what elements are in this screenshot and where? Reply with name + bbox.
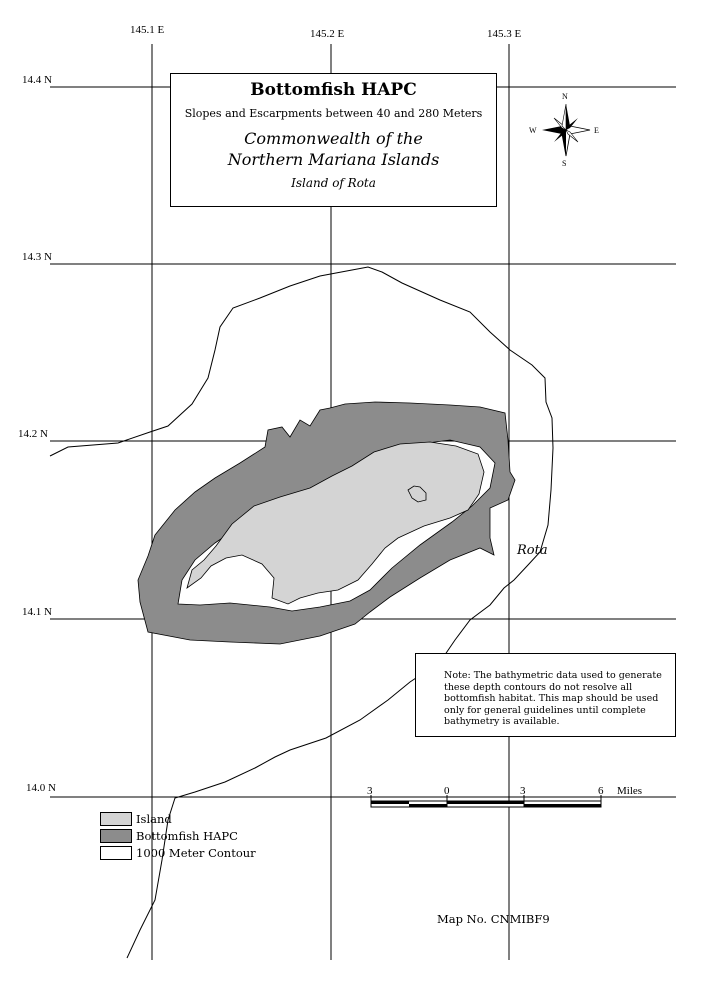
lon-label-145-3: 145.3 E: [487, 28, 522, 40]
lat-label-14-2: 14.2 N: [18, 428, 48, 440]
legend: Island Bottomfish HAPC 1000 Meter Contou…: [100, 810, 256, 861]
legend-swatch-island: [100, 811, 132, 826]
island-name: Island of Rota: [291, 176, 376, 190]
scale-unit: Miles: [617, 785, 642, 797]
island-crater: [407, 485, 427, 503]
region-line-1: Commonwealth of the: [244, 129, 423, 148]
legend-swatch-hapc: [100, 828, 132, 843]
legend-item-contour: 1000 Meter Contour: [100, 844, 256, 861]
note-box: Note: The bathymetric data used to gener…: [415, 653, 676, 737]
lat-label-14-4: 14.4 N: [22, 74, 52, 86]
compass-labels: N S E W: [529, 92, 599, 168]
scale-tick-0: 0: [444, 785, 450, 797]
scale-tick-3-left: 3: [367, 785, 373, 797]
contour-1000m: [49, 266, 554, 959]
lat-label-14-3: 14.3 N: [22, 251, 52, 263]
compass-n: N: [562, 92, 568, 101]
title-box: Bottomfish HAPC Slopes and Escarpments b…: [170, 73, 497, 207]
island-rota: [186, 441, 485, 605]
place-label-rota: Rota: [517, 543, 548, 558]
lon-label-145-2: 145.2 E: [310, 28, 345, 40]
compass-s: S: [562, 159, 566, 168]
coordinate-labels: 145.1 E 145.2 E 145.3 E 14.4 N 14.3 N 14…: [18, 24, 522, 794]
legend-item-island: Island: [100, 810, 256, 827]
legend-item-hapc: Bottomfish HAPC: [100, 827, 256, 844]
lon-label-145-1: 145.1 E: [130, 24, 165, 36]
compass-rose: [542, 103, 591, 157]
lat-label-14-1: 14.1 N: [22, 606, 52, 618]
lat-label-14-0: 14.0 N: [26, 782, 56, 794]
map-title: Bottomfish HAPC: [250, 80, 417, 100]
legend-label-hapc: Bottomfish HAPC: [136, 828, 238, 843]
scale-tick-6: 6: [598, 785, 604, 797]
legend-swatch-contour: [100, 845, 132, 860]
compass-e: E: [594, 126, 599, 135]
scale-tick-3-right: 3: [520, 785, 526, 797]
note-text: Note: The bathymetric data used to gener…: [444, 670, 662, 727]
legend-label-contour: 1000 Meter Contour: [136, 845, 256, 860]
compass-w: W: [529, 126, 537, 135]
map-number: Map No. CNMIBF9: [437, 912, 550, 926]
region-line-2: Northern Mariana Islands: [227, 150, 440, 169]
region-name: Commonwealth of the Northern Mariana Isl…: [171, 128, 496, 170]
legend-label-island: Island: [136, 811, 172, 826]
map-subtitle: Slopes and Escarpments between 40 and 28…: [184, 107, 483, 120]
scale-bar: [370, 795, 602, 808]
scale-bar-labels: 3 0 3 6 Miles: [367, 785, 642, 797]
